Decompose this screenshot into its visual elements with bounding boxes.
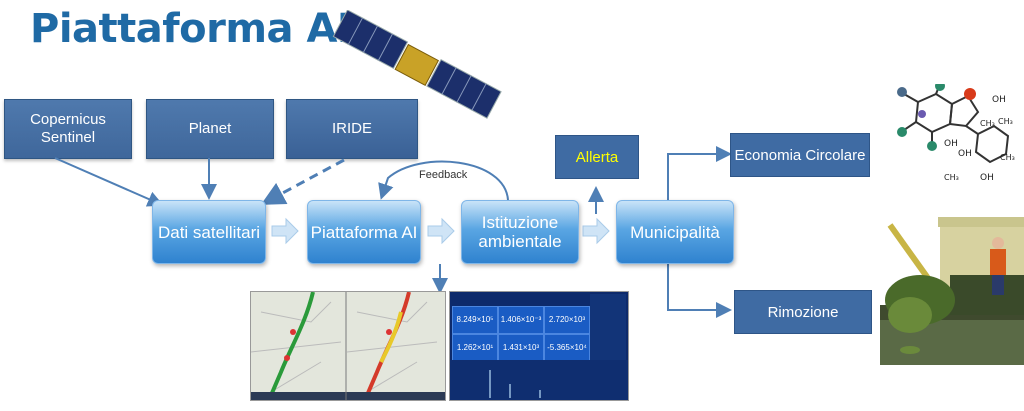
tile-water-use: -5.365×10⁴: [544, 334, 590, 362]
molecule-label: CH₃: [1000, 153, 1015, 162]
tile-value: 1.406×10⁻³: [500, 315, 542, 324]
dashboard-screenshot: 8.249×10⁵ 1.406×10⁻³ 2.720×10³ 1.262×10¹…: [449, 291, 629, 401]
source-copernicus: Copernicus Sentinel: [4, 99, 132, 159]
tile-global-warming: 8.249×10⁵: [452, 306, 498, 334]
molecule-label: OH: [958, 149, 972, 159]
molecule-label: CH₃: [944, 173, 959, 182]
molecule-label: CH₃: [998, 117, 1013, 126]
dashboard-chart: [450, 360, 628, 400]
molecule-label: OH: [944, 139, 958, 149]
page-title: Piattaforma AI: [30, 6, 352, 52]
satellite-illustration: [332, 10, 502, 119]
molecule-label: OH: [992, 95, 1006, 105]
dashboard-side-panel: [590, 294, 626, 362]
molecule-illustration: OH OH CH₃ OH CH₃ CH₃ CH₃ OH: [897, 84, 1015, 183]
process-piattaforma-ai: Piattaforma AI: [307, 200, 421, 264]
tile-value: 1.262×10¹: [456, 343, 494, 352]
molecule-label: OH: [980, 173, 994, 183]
process-istituzione-ambientale: Istituzione ambientale: [461, 200, 579, 264]
output-allerta: Allerta: [555, 135, 639, 179]
tile-value: 2.720×10³: [548, 315, 586, 324]
output-economia-circolare: Economia Circolare: [730, 133, 870, 177]
source-iride: IRIDE: [286, 99, 418, 159]
tile-value: 1.431×10³: [502, 343, 540, 352]
tile-acidification: 2.720×10³: [544, 306, 590, 334]
process-dati-satellitari: Dati satellitari: [152, 200, 266, 264]
tile-value: -5.365×10⁴: [547, 343, 587, 352]
tile-value: 8.249×10⁵: [456, 315, 494, 324]
source-planet: Planet: [146, 99, 274, 159]
tile-particulate: 1.406×10⁻³: [498, 306, 544, 334]
tile-eutrophication: 1.262×10¹: [452, 334, 498, 362]
tile-land-use: 1.431×10³: [498, 334, 544, 362]
molecule-label: CH₃: [980, 119, 995, 128]
weed-harvester-photo: [880, 205, 1024, 365]
output-rimozione: Rimozione: [734, 290, 872, 334]
process-municipalita: Municipalità: [616, 200, 734, 264]
feedback-label: Feedback: [419, 169, 468, 181]
map-illustration: [251, 292, 445, 400]
map-screenshot: [250, 291, 446, 401]
